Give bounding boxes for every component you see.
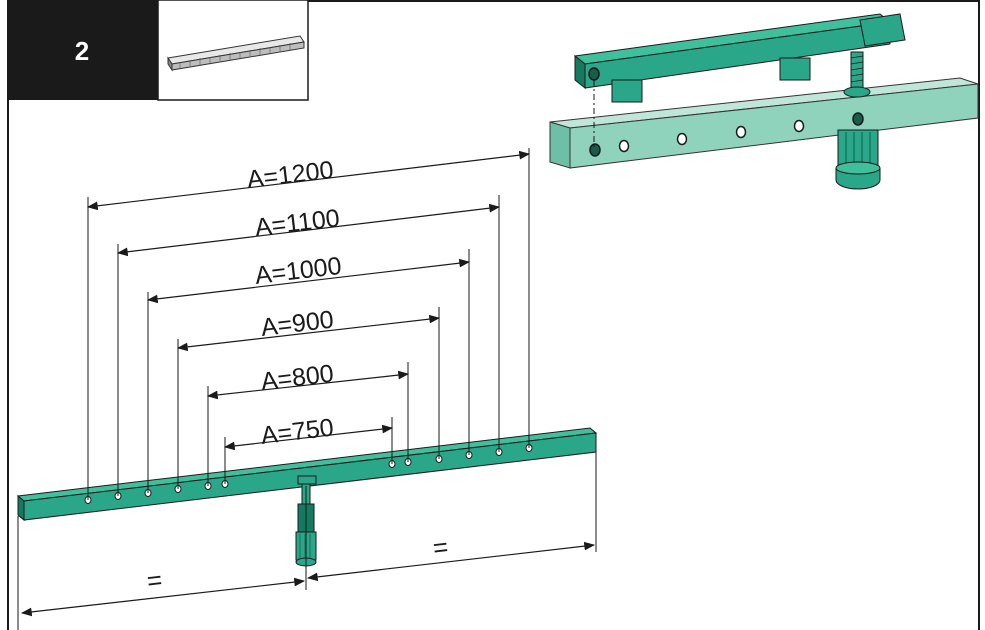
equal-mark-left: = bbox=[145, 564, 164, 596]
detail-view bbox=[549, 13, 979, 190]
step-number: 2 bbox=[75, 36, 89, 66]
step-number-box bbox=[8, 0, 158, 100]
dim-label-800: A=800 bbox=[259, 360, 335, 396]
dim-line-equal-right bbox=[306, 541, 596, 582]
dim-line-800 bbox=[206, 370, 410, 400]
dim-label-1200: A=1200 bbox=[245, 156, 335, 194]
step-header: 2 bbox=[8, 0, 309, 101]
dim-line-1100 bbox=[116, 203, 501, 257]
equal-mark-right: = bbox=[431, 531, 450, 563]
rail-part-icon bbox=[167, 35, 305, 72]
dimension-labels: A=1200 A=1100 A=1000 A=900 A=800 A=750 =… bbox=[145, 156, 450, 596]
dim-label-1000: A=1000 bbox=[253, 252, 343, 290]
dim-line-750 bbox=[223, 424, 394, 451]
light-rail-holes bbox=[618, 119, 805, 153]
dim-label-1100: A=1100 bbox=[253, 204, 341, 242]
dim-line-1200 bbox=[86, 150, 531, 211]
dimension-lines bbox=[20, 150, 596, 617]
dim-label-750: A=750 bbox=[259, 414, 335, 450]
dim-label-900: A=900 bbox=[259, 306, 335, 342]
main-rail bbox=[16, 427, 598, 567]
dim-line-equal-left bbox=[20, 577, 306, 617]
dim-line-1000 bbox=[146, 258, 471, 304]
dim-line-900 bbox=[176, 314, 441, 352]
